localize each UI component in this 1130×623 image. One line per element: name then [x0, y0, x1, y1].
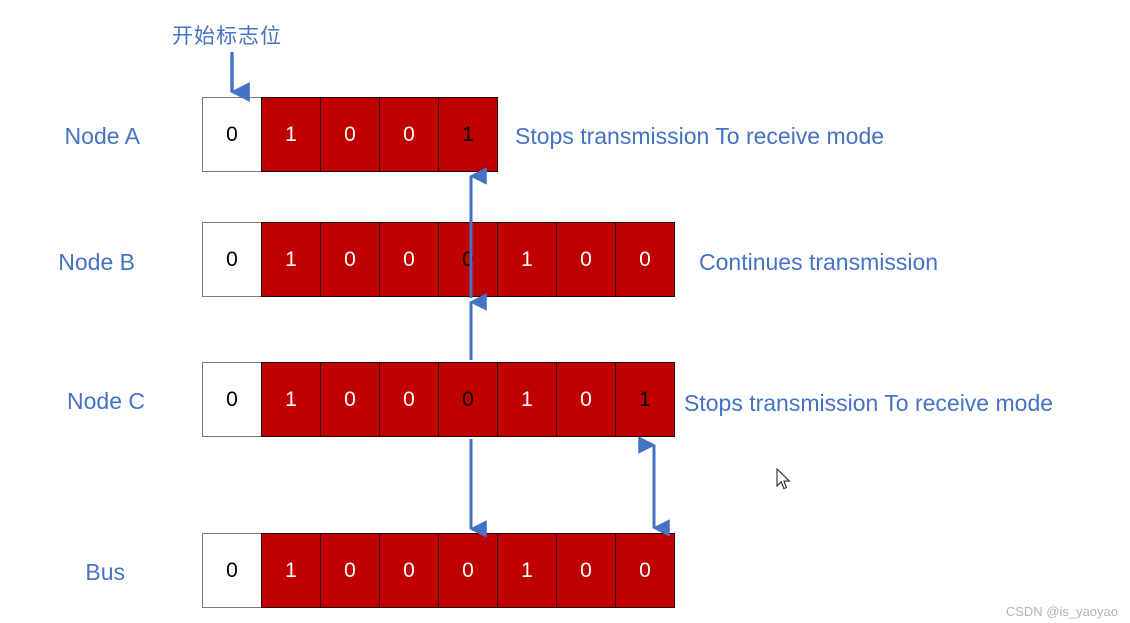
bit-row-node-a: 0 1 0 0 1	[202, 97, 498, 172]
bit-cell: 0	[320, 362, 380, 437]
bit-cell: 0	[615, 533, 675, 608]
bit-cell-highlight: 1	[615, 362, 675, 437]
bit-cell: 0	[202, 362, 262, 437]
bit-cell: 0	[320, 97, 380, 172]
bit-row-node-c: 0 1 0 0 0 1 0 1	[202, 362, 675, 437]
caption-node-a: Stops transmission To receive mode	[515, 123, 885, 149]
bit-cell-highlight: 0	[438, 222, 498, 297]
row-label-bus: Bus	[85, 559, 125, 585]
bit-cell: 1	[261, 533, 321, 608]
bit-cell: 0	[556, 362, 616, 437]
row-label-node-a: Node A	[64, 123, 140, 149]
bit-cell: 0	[379, 362, 439, 437]
bit-cell: 1	[261, 222, 321, 297]
bit-cell-highlight: 0	[438, 362, 498, 437]
bit-cell: 0	[379, 97, 439, 172]
caption-node-c: Stops transmission To receive mode	[684, 390, 1054, 416]
bit-cell: 1	[497, 362, 557, 437]
bit-row-bus: 0 1 0 0 0 1 0 0	[202, 533, 675, 608]
start-flag-annotation-label: 开始标志位	[172, 25, 282, 48]
bit-cell: 0	[202, 97, 262, 172]
bit-cell: 0	[556, 533, 616, 608]
row-label-node-b: Node B	[58, 249, 135, 275]
bit-cell: 0	[320, 222, 380, 297]
bit-cell: 0	[438, 533, 498, 608]
mouse-cursor-icon	[776, 468, 791, 490]
bit-cell-highlight: 1	[438, 97, 498, 172]
bit-row-node-b: 0 1 0 0 0 1 0 0	[202, 222, 675, 297]
bit-cell: 0	[379, 222, 439, 297]
bit-cell: 0	[202, 222, 262, 297]
bit-cell: 0	[615, 222, 675, 297]
bit-cell: 0	[202, 533, 262, 608]
bit-cell: 0	[320, 533, 380, 608]
bit-cell: 1	[497, 222, 557, 297]
bit-cell: 0	[556, 222, 616, 297]
bit-cell: 0	[379, 533, 439, 608]
watermark-text: CSDN @is_yaoyao	[1005, 604, 1118, 619]
caption-node-b: Continues transmission	[699, 249, 939, 275]
bit-cell: 1	[261, 97, 321, 172]
bit-cell: 1	[497, 533, 557, 608]
row-label-node-c: Node C	[67, 388, 145, 414]
bit-cell: 1	[261, 362, 321, 437]
